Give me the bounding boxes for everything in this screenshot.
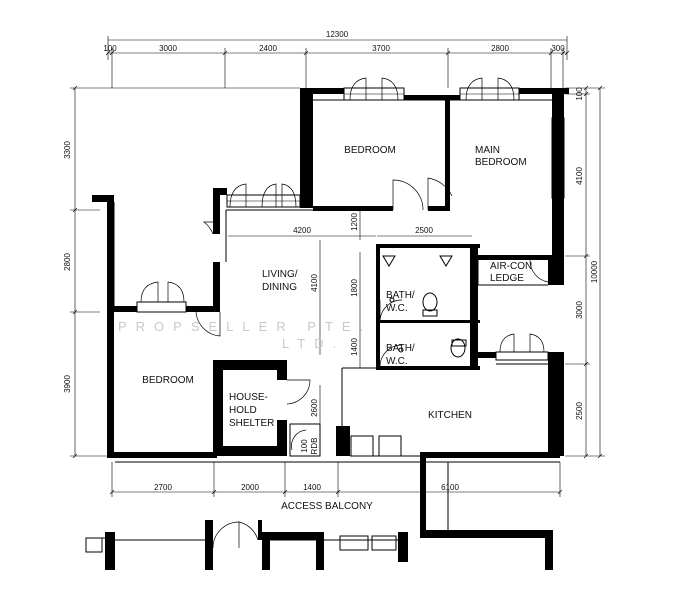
dim-bottom-0: 2700 bbox=[154, 483, 172, 492]
dim-inner-1200: 1200 bbox=[350, 213, 359, 231]
dim-top-2: 2400 bbox=[259, 44, 277, 53]
label-aircon-1: AIR-CON bbox=[490, 261, 532, 272]
label-living-2: DINING bbox=[262, 282, 297, 293]
dim-top-5: 300 bbox=[551, 44, 565, 53]
dim-top-1: 3000 bbox=[159, 44, 177, 53]
dim-right-3: 2500 bbox=[575, 402, 584, 420]
watermark-line2: LTD. bbox=[282, 336, 345, 351]
dim-inner-1800: 1800 bbox=[350, 279, 359, 297]
label-shelter-2: HOLD bbox=[229, 405, 257, 416]
dim-top-4: 2800 bbox=[491, 44, 509, 53]
watermark: PROPSELLER PTE. LTD. bbox=[118, 319, 372, 351]
dim-top-3: 3700 bbox=[372, 44, 390, 53]
label-bedroom-top: BEDROOM bbox=[344, 145, 396, 156]
label-bedroom-left: BEDROOM bbox=[142, 375, 194, 386]
label-main-bedroom-1: MAIN bbox=[475, 145, 500, 156]
dim-left-2: 3900 bbox=[63, 375, 72, 393]
dim-right-0: 100 bbox=[575, 87, 584, 101]
dimension-lines bbox=[70, 36, 605, 497]
label-rdb: RDB bbox=[310, 438, 319, 455]
dim-left-0: 3300 bbox=[63, 141, 72, 159]
label-bath1-1: BATH/ bbox=[386, 290, 415, 301]
dim-bottom-3: 6100 bbox=[441, 483, 459, 492]
room-labels: BEDROOM MAIN BEDROOM LIVING/ DINING BEDR… bbox=[142, 145, 532, 512]
label-shelter-1: HOUSE- bbox=[229, 392, 268, 403]
dim-inner-4200: 4200 bbox=[293, 226, 311, 235]
label-bath2-1: BATH/ bbox=[386, 343, 415, 354]
dim-inner-2600: 2600 bbox=[310, 399, 319, 417]
dim-bottom-1: 2000 bbox=[241, 483, 259, 492]
dim-inner-1400: 1400 bbox=[350, 338, 359, 356]
dim-overall-height: 10000 bbox=[590, 260, 599, 283]
dimension-labels: 12300 100 3000 2400 3700 2800 300 3300 2… bbox=[63, 30, 599, 492]
dim-left-1: 2800 bbox=[63, 253, 72, 271]
doors bbox=[140, 77, 549, 549]
dim-right-1: 4100 bbox=[575, 167, 584, 185]
label-living-1: LIVING/ bbox=[262, 269, 298, 280]
watermark-line1: PROPSELLER PTE. bbox=[118, 319, 372, 334]
dim-inner-100: 100 bbox=[300, 439, 309, 453]
label-main-bedroom-2: BEDROOM bbox=[475, 157, 527, 168]
dim-top-0: 100 bbox=[103, 44, 117, 53]
label-bath1-2: W.C. bbox=[386, 303, 408, 314]
label-access-balcony: ACCESS BALCONY bbox=[281, 501, 373, 512]
walls bbox=[92, 88, 569, 570]
label-bath2-2: W.C. bbox=[386, 356, 408, 367]
dim-inner-4100: 4100 bbox=[310, 274, 319, 292]
dim-inner-2500: 2500 bbox=[415, 226, 433, 235]
label-shelter-3: SHELTER bbox=[229, 418, 274, 429]
dim-right-2: 3000 bbox=[575, 301, 584, 319]
dim-bottom-2: 1400 bbox=[303, 483, 321, 492]
dim-overall-width: 12300 bbox=[326, 30, 349, 39]
label-aircon-2: LEDGE bbox=[490, 273, 524, 284]
label-kitchen: KITCHEN bbox=[428, 410, 472, 421]
bath-fixtures bbox=[382, 255, 467, 358]
